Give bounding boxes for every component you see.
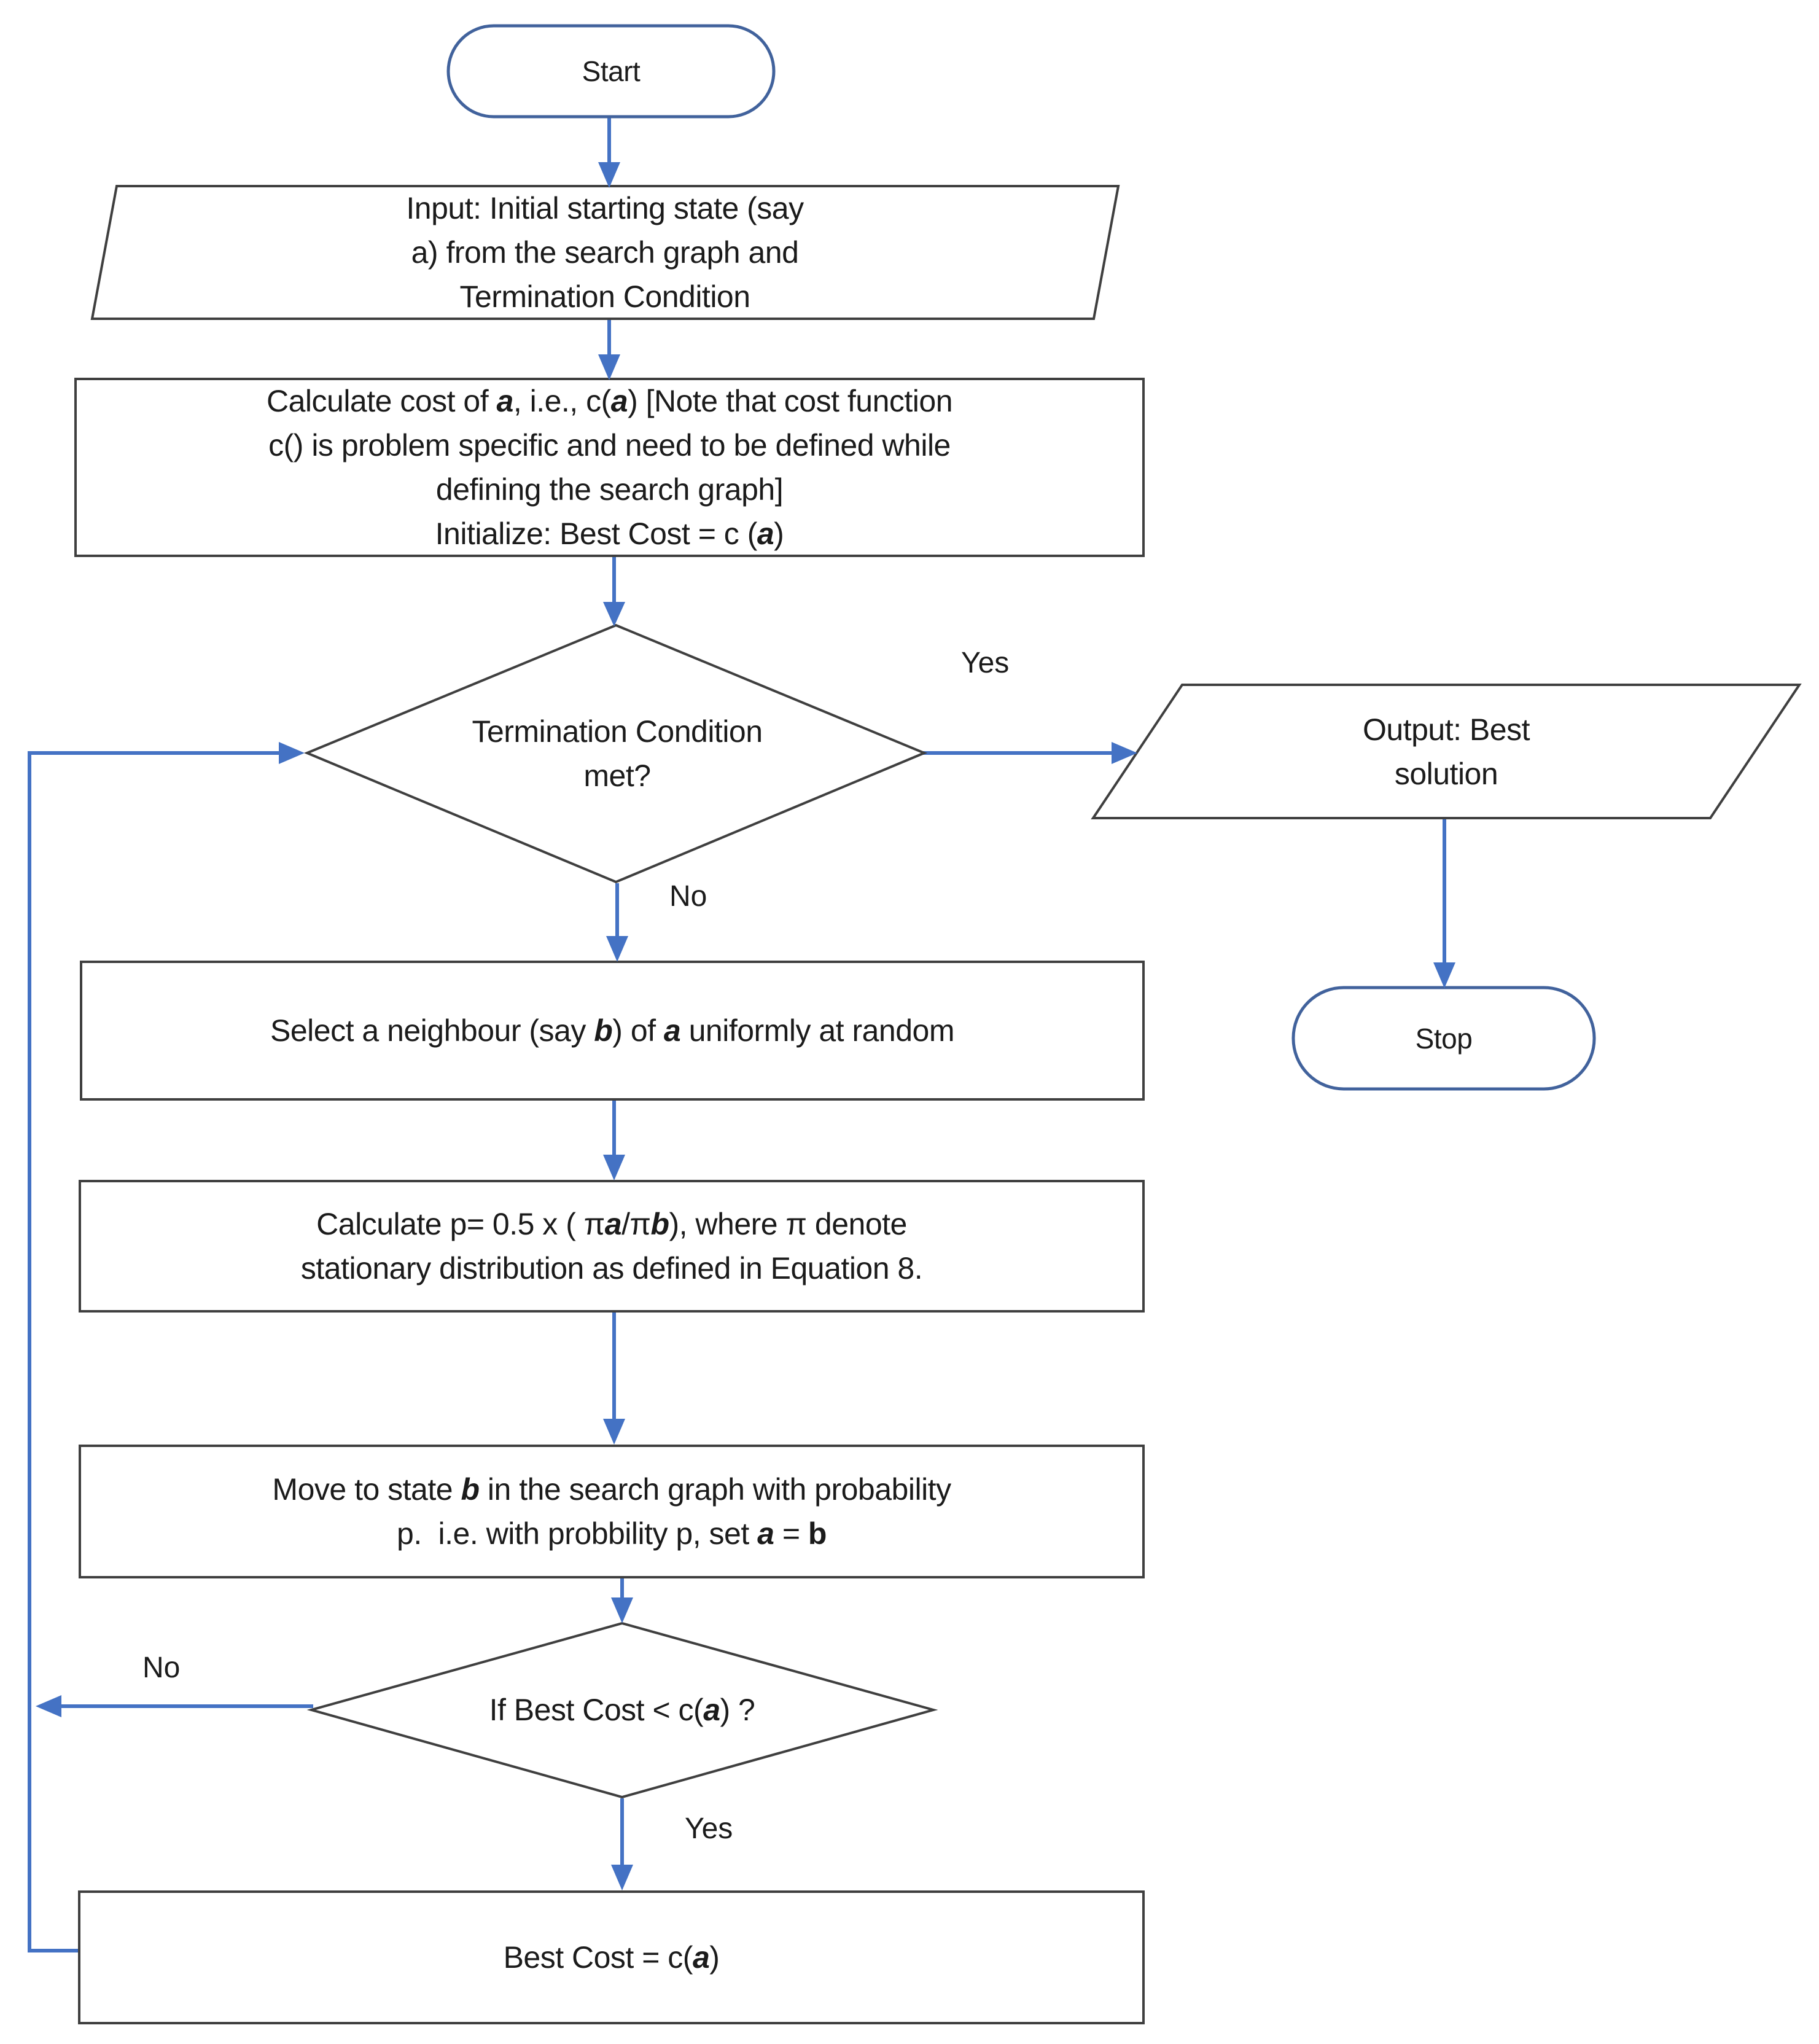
arrowhead-into-move — [603, 1419, 625, 1445]
move-state-process-shape — [79, 1445, 1145, 1578]
select-neighbour-process-shape — [80, 961, 1145, 1101]
select-neighbour-node-text: Select a neighbour (say b) of a uniforml… — [270, 1013, 954, 1048]
update-best-cost-process-shape — [78, 1890, 1145, 2024]
update-best-cost-node-text: Best Cost = c(a) — [503, 1940, 720, 1975]
edge-label-termination-no: No — [669, 880, 707, 913]
calculate-cost-node-text: Calculate cost of a, i.e., c(a) [Note th… — [266, 384, 953, 551]
edge-label-termination-yes: Yes — [961, 647, 1010, 679]
arrowhead-into-input — [598, 162, 620, 188]
arrowhead-into-loop-line — [36, 1695, 61, 1717]
arrowhead-into-best-cost-decision — [611, 1597, 633, 1623]
arrowhead-into-stop — [1433, 962, 1455, 988]
arrowhead-into-select — [606, 936, 628, 962]
stop-node-label: Stop — [1415, 1022, 1473, 1055]
arrowhead-into-output — [1112, 742, 1137, 764]
start-node-label: Start — [582, 55, 641, 87]
stop-terminator-shape — [1291, 986, 1596, 1091]
calculate-p-process-shape — [79, 1180, 1145, 1313]
arrowhead-into-calculate-p — [603, 1155, 625, 1180]
arrowhead-into-termination-top — [603, 602, 625, 626]
arrowhead-into-calculate — [598, 354, 620, 380]
edge-label-best-cost-no: No — [142, 1652, 181, 1684]
input-parallelogram-shape — [90, 185, 1120, 320]
start-terminator-shape — [446, 24, 776, 119]
calculate-cost-process-shape — [74, 378, 1145, 557]
best-cost-decision-diamond-shape — [306, 1621, 938, 1799]
move-state-node-text: Move to state b in the search graph with… — [272, 1472, 951, 1551]
best-cost-decision-text: If Best Cost < c(a) ? — [489, 1693, 755, 1727]
arrowhead-into-update-best-cost — [611, 1865, 633, 1890]
edge-label-best-cost-yes: Yes — [685, 1812, 733, 1845]
termination-decision-diamond-shape — [303, 623, 928, 884]
output-parallelogram-shape — [1091, 684, 1802, 819]
edge-loop-back-to-termination — [28, 751, 279, 1952]
calculate-p-node-text: Calculate p= 0.5 x ( πa/πb), where π den… — [300, 1207, 923, 1285]
arrowhead-into-termination-left — [279, 742, 305, 764]
